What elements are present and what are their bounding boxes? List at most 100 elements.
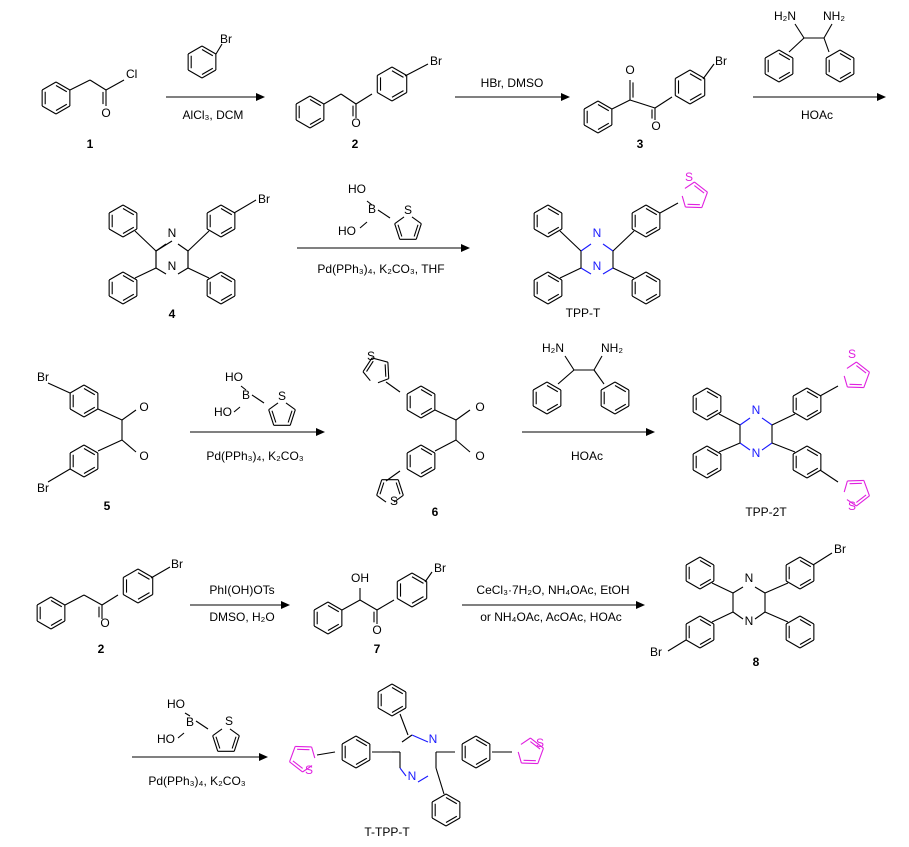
bond: [846, 361, 857, 369]
bond: [36, 620, 52, 630]
bond: [50, 600, 63, 608]
bond: [823, 23, 833, 39]
bond: [206, 295, 222, 305]
bond: [706, 445, 722, 455]
bond: [461, 735, 477, 745]
bond: [699, 619, 712, 627]
atom-nh2-1: NH₂: [823, 9, 845, 23]
atom-ho-r4b: HO: [338, 224, 356, 238]
bond: [309, 95, 325, 105]
bond: [706, 467, 719, 475]
bond: [121, 409, 137, 421]
bond: [799, 637, 812, 645]
bond: [557, 369, 575, 385]
bond: [285, 402, 296, 411]
bond: [614, 405, 630, 415]
bond: [394, 216, 405, 225]
bond: [215, 43, 223, 55]
bond: [794, 23, 805, 39]
bond: [612, 267, 635, 279]
bond: [839, 71, 852, 79]
bond: [251, 394, 265, 404]
bond: [420, 466, 433, 474]
bond: [47, 382, 71, 394]
bond: [376, 599, 395, 611]
bond: [645, 226, 658, 234]
bond: [631, 228, 647, 238]
bond: [233, 199, 257, 214]
bond: [420, 444, 436, 454]
bond: [839, 53, 852, 61]
bond: [812, 552, 833, 566]
bond: [689, 69, 705, 79]
bond: [391, 90, 404, 98]
bond: [699, 556, 715, 566]
bond: [399, 713, 409, 736]
bond: [101, 594, 119, 606]
atom-o-5b: O: [139, 449, 148, 463]
bond: [718, 413, 741, 426]
compound-label-4: 4: [169, 307, 176, 321]
bond: [340, 93, 357, 105]
bond: [645, 271, 661, 281]
bond: [201, 69, 217, 79]
bond: [134, 267, 157, 279]
bond: [362, 357, 373, 373]
bond: [268, 409, 275, 426]
bond: [533, 271, 549, 281]
condition-r8b: or NH₄OAc, AcOAc, HOAc: [480, 610, 622, 624]
bond: [612, 230, 635, 252]
bond: [327, 601, 343, 611]
atom-s-6a: S: [367, 349, 375, 363]
bond: [105, 79, 125, 91]
bond: [41, 81, 57, 91]
bond: [69, 444, 85, 454]
bond: [611, 99, 631, 110]
bond: [792, 469, 808, 479]
bond: [69, 468, 85, 478]
bond: [583, 124, 599, 134]
bond: [792, 411, 808, 421]
bond: [41, 105, 57, 115]
bond: [206, 271, 222, 281]
atom-n-ttppt-a: N: [429, 732, 438, 746]
atom-n-8b: N: [745, 614, 754, 628]
bond: [212, 728, 223, 737]
bond: [83, 406, 96, 414]
bond: [732, 611, 744, 620]
bond: [122, 208, 135, 216]
bond: [685, 639, 701, 649]
bond: [614, 385, 627, 393]
bond: [764, 611, 789, 623]
bond: [771, 413, 796, 426]
bond: [547, 228, 563, 238]
bond: [413, 224, 419, 237]
bond: [397, 224, 403, 237]
bond: [108, 228, 124, 238]
bond: [121, 439, 137, 453]
bond: [187, 230, 210, 252]
atom-br-8b: Br: [650, 645, 662, 659]
atom-ho-r9a: HO: [167, 697, 185, 711]
bond: [631, 271, 647, 281]
bond: [706, 391, 719, 399]
bond: [799, 560, 812, 568]
bond: [292, 760, 303, 769]
bond: [788, 37, 805, 53]
condition-r7a: PhI(OH)OTs: [209, 583, 274, 597]
bond: [36, 596, 52, 606]
atom-br-5b: Br: [37, 481, 49, 495]
bond: [108, 271, 124, 281]
compound-label-1: 1: [87, 137, 94, 151]
atom-ho-r4a: HO: [348, 182, 366, 196]
arrow-head: [316, 428, 325, 436]
atom-cl-1: Cl: [126, 67, 137, 81]
bond: [309, 119, 325, 129]
bond: [694, 181, 708, 193]
bond: [47, 468, 71, 483]
bond: [271, 410, 277, 423]
bond: [97, 439, 123, 452]
bond: [359, 599, 378, 611]
bond: [823, 37, 830, 53]
bond: [846, 499, 857, 507]
